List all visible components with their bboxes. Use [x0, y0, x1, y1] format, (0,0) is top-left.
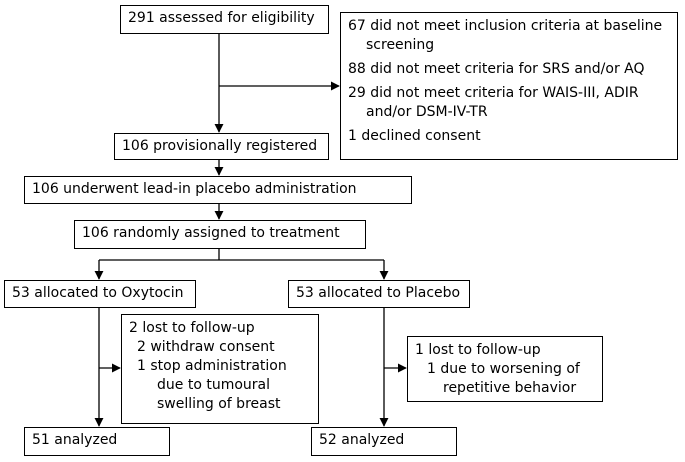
oxytocin-loss-box: 2 lost to follow-up 2 withdraw consent 1…: [121, 314, 319, 424]
oxytocin-analyzed-box: 51 analyzed: [24, 427, 170, 456]
placebo-loss-followup: 1 lost to follow-up: [415, 342, 541, 358]
placebo-loss-reason: 1 due to worsening of: [427, 361, 580, 377]
exclusion-item-inclusion-criteria: 67 did not meet inclusion criteria at ba…: [348, 18, 663, 34]
oxytocin-loss-withdraw: 2 withdraw consent: [137, 339, 275, 355]
exclusion-item-srs-aq: 88 did not meet criteria for SRS and/or …: [348, 61, 645, 77]
assessed-box: 291 assessed for eligibility: [120, 5, 329, 34]
assessed-label: 291 assessed for eligibility: [128, 10, 315, 26]
oxytocin-allocated-label: 53 allocated to Oxytocin: [12, 285, 184, 301]
oxytocin-loss-reason-cont: swelling of breast: [157, 396, 281, 412]
lead-in-label: 106 underwent lead-in placebo administra…: [32, 181, 357, 197]
exclusion-item-inclusion-criteria-cont: screening: [366, 37, 435, 53]
exclusions-box: 67 did not meet inclusion criteria at ba…: [340, 12, 678, 160]
oxytocin-analyzed-label: 51 analyzed: [32, 432, 118, 448]
placebo-analyzed-label: 52 analyzed: [319, 432, 405, 448]
randomized-label: 106 randomly assigned to treatment: [82, 225, 340, 241]
oxytocin-loss-reason: due to tumoural: [157, 377, 270, 393]
registered-box: 106 provisionally registered: [114, 133, 329, 160]
exclusion-item-wais-cont: and/or DSM-IV-TR: [366, 104, 488, 120]
randomized-box: 106 randomly assigned to treatment: [74, 220, 366, 249]
oxytocin-loss-stop: 1 stop administration: [137, 358, 287, 374]
placebo-loss-box: 1 lost to follow-up 1 due to worsening o…: [407, 336, 603, 402]
exclusion-item-wais: 29 did not meet criteria for WAIS-III, A…: [348, 85, 639, 101]
lead-in-box: 106 underwent lead-in placebo administra…: [24, 176, 412, 204]
exclusion-item-declined-consent: 1 declined consent: [348, 128, 481, 144]
placebo-analyzed-box: 52 analyzed: [311, 427, 457, 456]
placebo-allocated-box: 53 allocated to Placebo: [288, 280, 470, 308]
registered-label: 106 provisionally registered: [122, 138, 318, 154]
oxytocin-loss-followup: 2 lost to follow-up: [129, 320, 255, 336]
placebo-allocated-label: 53 allocated to Placebo: [296, 285, 461, 301]
oxytocin-allocated-box: 53 allocated to Oxytocin: [4, 280, 196, 308]
placebo-loss-reason-cont: repetitive behavior: [443, 380, 577, 396]
